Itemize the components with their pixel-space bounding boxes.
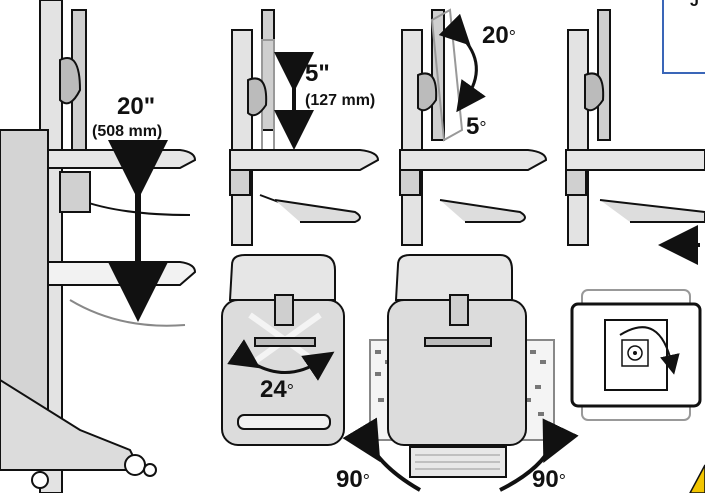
platform-rotate-illustration xyxy=(369,254,555,478)
rotate-right-value: 90° xyxy=(532,466,566,493)
swivel-value: 24° xyxy=(260,376,294,403)
corner-text: J xyxy=(690,0,699,10)
rotate-left-value: 90° xyxy=(336,466,370,493)
swivel-arrow xyxy=(227,339,335,381)
monitor-rotate-illustration xyxy=(570,289,702,421)
height-value: 20" xyxy=(117,93,156,120)
lift-metric: (127 mm) xyxy=(305,92,376,109)
tilt-down-value: 5° xyxy=(466,113,487,140)
keyboard-swivel-illustration xyxy=(221,254,345,446)
lift-value: 5" xyxy=(305,60,330,87)
height-metric: (508 mm) xyxy=(92,123,163,140)
callout-box xyxy=(662,0,705,74)
work-surface-lower xyxy=(44,261,197,286)
pole-2 xyxy=(231,29,253,246)
monitor-lift-illustration xyxy=(229,9,380,246)
rotate-right-arrow xyxy=(499,418,579,492)
cart-height-illustration xyxy=(0,0,197,493)
rotate-left-arrow xyxy=(342,417,421,492)
tilt-up-value: 20° xyxy=(482,22,516,49)
tilt-arrow xyxy=(438,13,486,113)
keyboard-slide-illustration xyxy=(565,9,705,246)
portrait-rotate-arrow xyxy=(619,326,680,375)
warning-icon xyxy=(689,464,705,493)
work-surface-upper xyxy=(44,149,197,169)
